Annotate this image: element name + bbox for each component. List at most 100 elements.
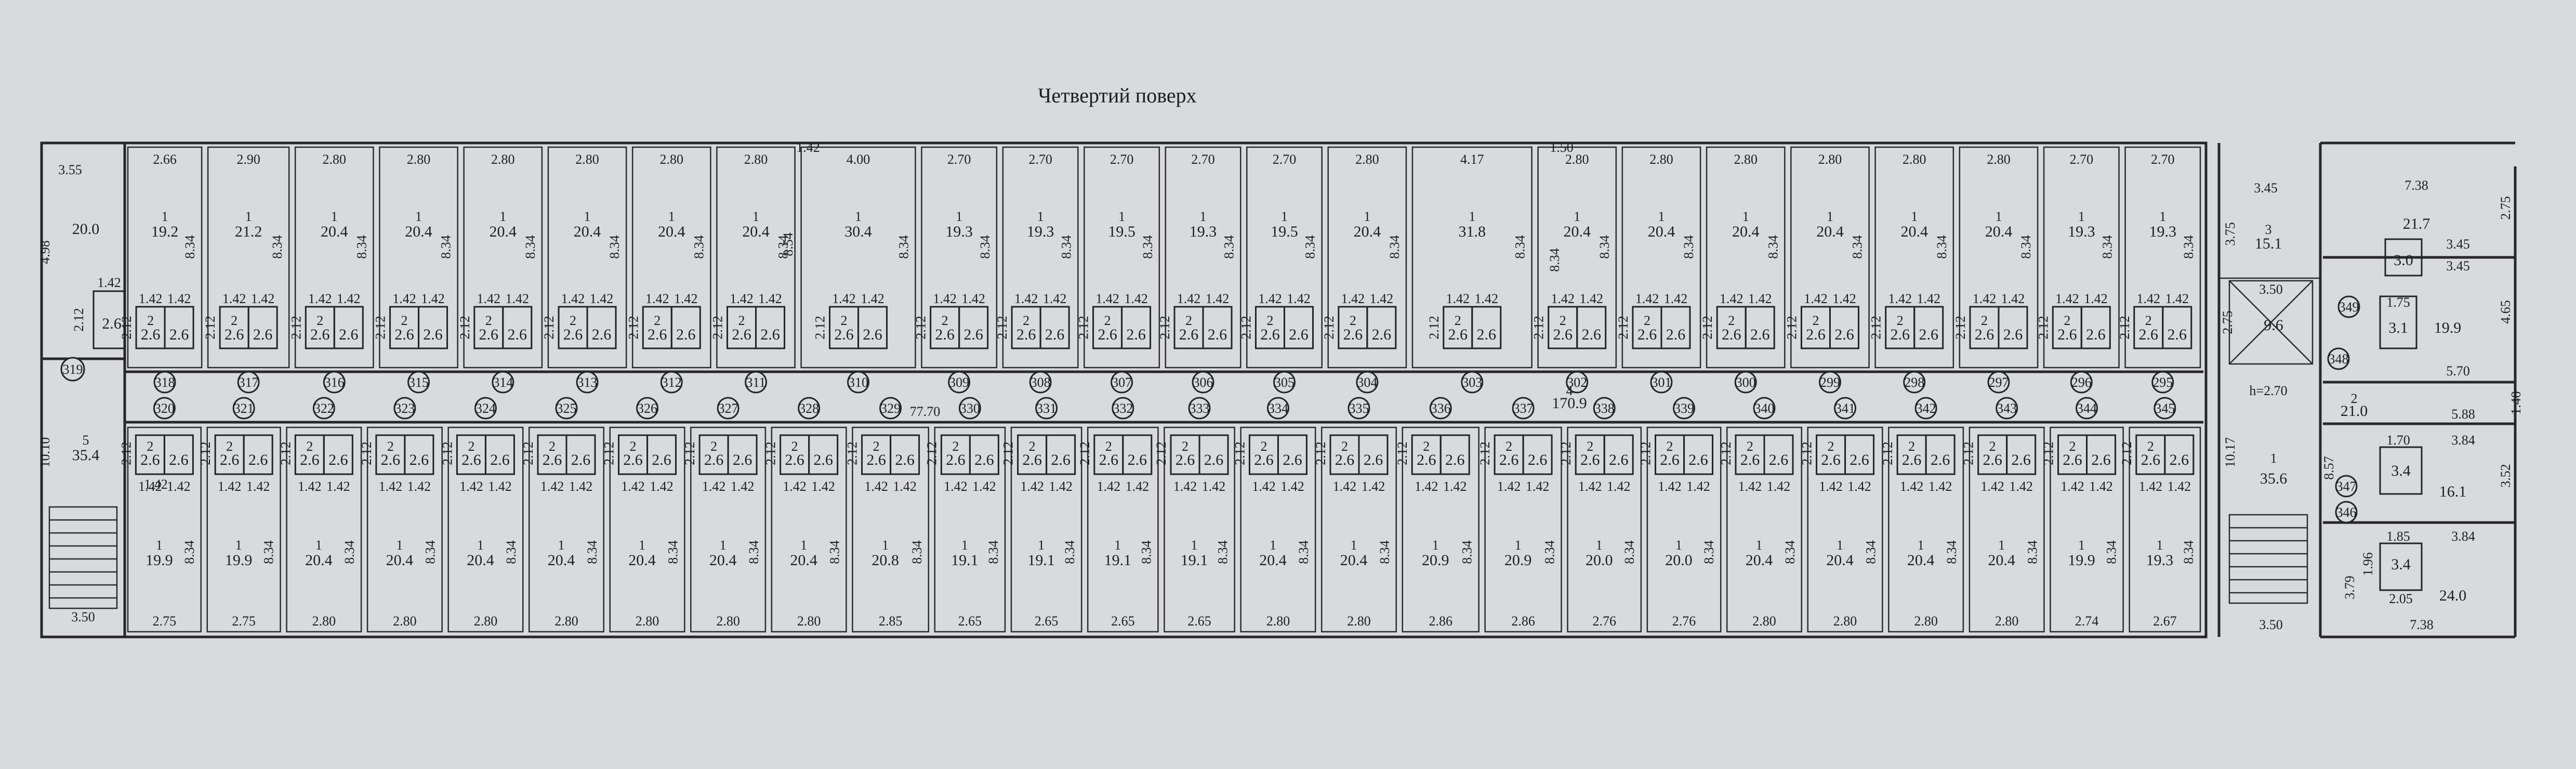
bath-area: 2.6 bbox=[1499, 451, 1519, 468]
bath-width: 1.42 bbox=[702, 479, 726, 494]
bath-area: 2.6 bbox=[1417, 451, 1436, 468]
bath-width: 1.42 bbox=[645, 291, 669, 306]
room-index: 1 bbox=[639, 538, 645, 553]
west-stair-height: 10.10 bbox=[37, 437, 52, 468]
west-bath-height: 2.12 bbox=[71, 308, 86, 332]
bath-width: 1.42 bbox=[1043, 291, 1067, 306]
west-gap: 1.42 bbox=[144, 477, 168, 492]
room-depth: 8.34 bbox=[1681, 235, 1696, 259]
room-area: 20.4 bbox=[1988, 552, 2015, 569]
room-index: 1 bbox=[558, 538, 565, 553]
room-width: 2.74 bbox=[2075, 614, 2099, 629]
room-number: 327 bbox=[718, 401, 738, 416]
room-number: 340 bbox=[1754, 401, 1775, 416]
room-number: 306 bbox=[1193, 375, 1213, 390]
room-depth: 8.34 bbox=[2104, 540, 2119, 564]
room-depth: 8.34 bbox=[1140, 235, 1155, 259]
room-347-side: 3.52 bbox=[2498, 464, 2513, 488]
bath-width: 1.42 bbox=[811, 479, 835, 494]
room-349-width: 7.38 bbox=[2405, 178, 2428, 193]
bath-area: 2.6 bbox=[1931, 451, 1950, 468]
room-width: 2.80 bbox=[1818, 152, 1842, 167]
bath-index: 2 bbox=[1897, 313, 1904, 328]
bath-area: 2.6 bbox=[1045, 326, 1065, 343]
room-depth: 8.34 bbox=[1850, 235, 1865, 259]
room-index: 1 bbox=[1351, 538, 1357, 553]
room-depth: 8.34 bbox=[182, 235, 197, 259]
room-346-bottom2: 2.05 bbox=[2389, 591, 2413, 606]
bath-width: 1.42 bbox=[1738, 479, 1762, 494]
bath-area: 2.6 bbox=[220, 451, 240, 468]
room-index: 1 bbox=[477, 538, 484, 553]
bath-width: 1.42 bbox=[488, 479, 512, 494]
room-width: 2.80 bbox=[1266, 614, 1290, 629]
bath-width: 1.42 bbox=[1049, 479, 1073, 494]
east-stair-width: 3.50 bbox=[2259, 617, 2283, 632]
bath-index: 2 bbox=[231, 313, 237, 328]
room-area: 19.2 bbox=[151, 223, 179, 240]
room-number: 344 bbox=[2077, 401, 2097, 416]
room-348-area: 19.9 bbox=[2434, 319, 2462, 336]
bath-height: 2.12 bbox=[203, 316, 218, 340]
bath-area: 2.6 bbox=[1834, 326, 1854, 343]
bath-area: 2.6 bbox=[1283, 451, 1302, 468]
room-area: 19.3 bbox=[2149, 223, 2177, 240]
bath-area: 2.6 bbox=[1528, 451, 1548, 468]
bath-height: 2.12 bbox=[373, 316, 388, 340]
room-depth: 8.34 bbox=[2100, 235, 2115, 259]
bath-area: 2.6 bbox=[169, 326, 189, 343]
room-width: 2.70 bbox=[2151, 152, 2175, 167]
bath-index: 2 bbox=[1587, 439, 1593, 454]
room-depth: 8.34 bbox=[909, 540, 924, 564]
bath-area: 2.6 bbox=[1806, 326, 1826, 343]
room-index: 1 bbox=[1191, 538, 1198, 553]
room-width: 2.65 bbox=[1111, 614, 1135, 629]
bath-area: 2.6 bbox=[1580, 451, 1600, 468]
bath-area: 2.6 bbox=[1983, 451, 2002, 468]
bath-width: 1.42 bbox=[961, 291, 985, 306]
room-index: 1 bbox=[1364, 209, 1370, 224]
bath-index: 2 bbox=[485, 313, 492, 328]
room-area: 20.4 bbox=[305, 552, 333, 569]
room-width: 2.80 bbox=[660, 152, 684, 167]
bath-index: 2 bbox=[2069, 439, 2076, 454]
room-width: 2.80 bbox=[1903, 152, 1926, 167]
room-area: 30.4 bbox=[844, 223, 872, 240]
room-347-number: 347 bbox=[2336, 479, 2357, 494]
room-width: 2.80 bbox=[1914, 614, 1938, 629]
room-area: 20.9 bbox=[1504, 552, 1532, 569]
bath-index: 2 bbox=[2147, 439, 2154, 454]
bath-area: 2.6 bbox=[1260, 326, 1280, 343]
bath-area: 2.6 bbox=[248, 451, 268, 468]
room-depth: 8.34 bbox=[182, 540, 197, 564]
room-area: 20.4 bbox=[1354, 223, 1381, 240]
room-number: 308 bbox=[1031, 375, 1051, 390]
bath-area: 2.6 bbox=[732, 326, 751, 343]
bath-area: 2.6 bbox=[253, 326, 273, 343]
room-index: 1 bbox=[1200, 209, 1207, 224]
bath-width: 1.42 bbox=[1014, 291, 1038, 306]
bath-area: 2.6 bbox=[1890, 326, 1910, 343]
bath-index: 2 bbox=[147, 313, 154, 328]
bath-index: 2 bbox=[1350, 313, 1356, 328]
bath-height: 2.12 bbox=[198, 441, 213, 465]
bath-area: 2.6 bbox=[1666, 326, 1686, 343]
bath-width: 1.42 bbox=[1917, 291, 1940, 306]
bath-area: 2.6 bbox=[1477, 326, 1497, 343]
bath-area: 2.6 bbox=[1919, 326, 1938, 343]
bath-height: 2.12 bbox=[2036, 316, 2051, 340]
room-index: 1 bbox=[2156, 538, 2163, 553]
room-area: 19.5 bbox=[1108, 223, 1135, 240]
room-depth: 8.34 bbox=[261, 540, 276, 564]
room-number: 343 bbox=[1997, 401, 2017, 416]
bath-area: 2.6 bbox=[895, 451, 915, 468]
